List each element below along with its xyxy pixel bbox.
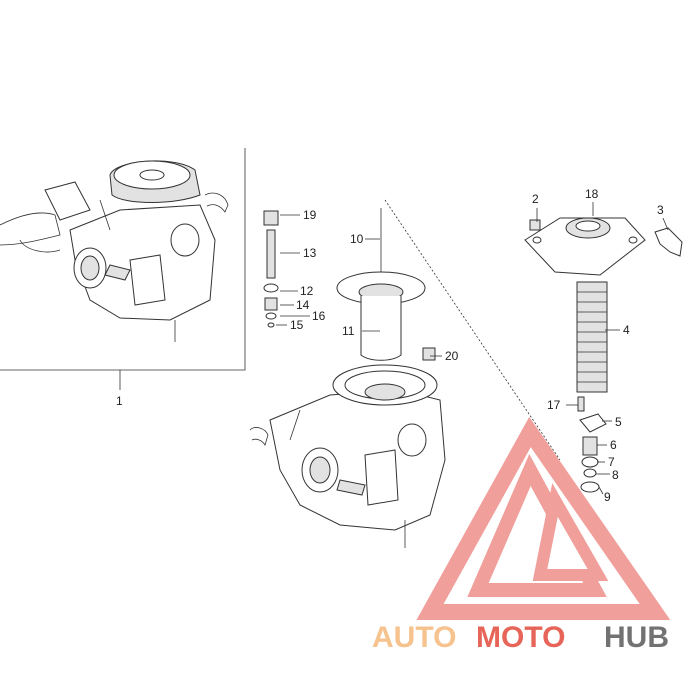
- callout-19: 19: [303, 208, 317, 222]
- callout-12: 12: [300, 284, 314, 298]
- assembly-inset: [0, 148, 246, 390]
- callout-20: 20: [445, 349, 459, 363]
- callout-17: 17: [547, 398, 561, 412]
- callout-5: 5: [615, 415, 622, 429]
- leader-lines: [276, 202, 669, 495]
- watermark-moto: MOTO: [476, 621, 565, 654]
- diaphragm-drawing: [336, 208, 426, 361]
- callout-16: 16: [312, 309, 326, 323]
- callout-1: 1: [116, 394, 123, 408]
- spring-drawing: [576, 281, 608, 393]
- callout-14: 14: [296, 298, 310, 312]
- watermark-auto: AUTO: [372, 621, 456, 654]
- carburetor-assembly-drawing: [0, 160, 229, 342]
- needle-parts-drawing: [577, 396, 607, 493]
- carburetor-body-drawing: [249, 364, 446, 548]
- watermark-hub: HUB: [604, 621, 669, 654]
- callout-18: 18: [585, 187, 599, 201]
- callout-2: 2: [532, 192, 539, 206]
- callout-6: 6: [610, 438, 617, 452]
- callout-13: 13: [303, 246, 317, 260]
- callout-4: 4: [623, 323, 630, 337]
- callout-9: 9: [604, 490, 611, 504]
- triangle-logo-icon: [416, 416, 671, 620]
- callout-8: 8: [612, 468, 619, 482]
- callout-7: 7: [608, 455, 615, 469]
- automotohub-logo-watermark: AUTO MOTO HUB: [372, 416, 671, 654]
- callout-10: 10: [350, 232, 364, 246]
- callout-3: 3: [657, 203, 664, 217]
- callout-15: 15: [290, 318, 304, 332]
- top-cap-drawing: [524, 217, 683, 276]
- screw-parts-drawing: [263, 210, 436, 361]
- callout-11: 11: [342, 324, 355, 338]
